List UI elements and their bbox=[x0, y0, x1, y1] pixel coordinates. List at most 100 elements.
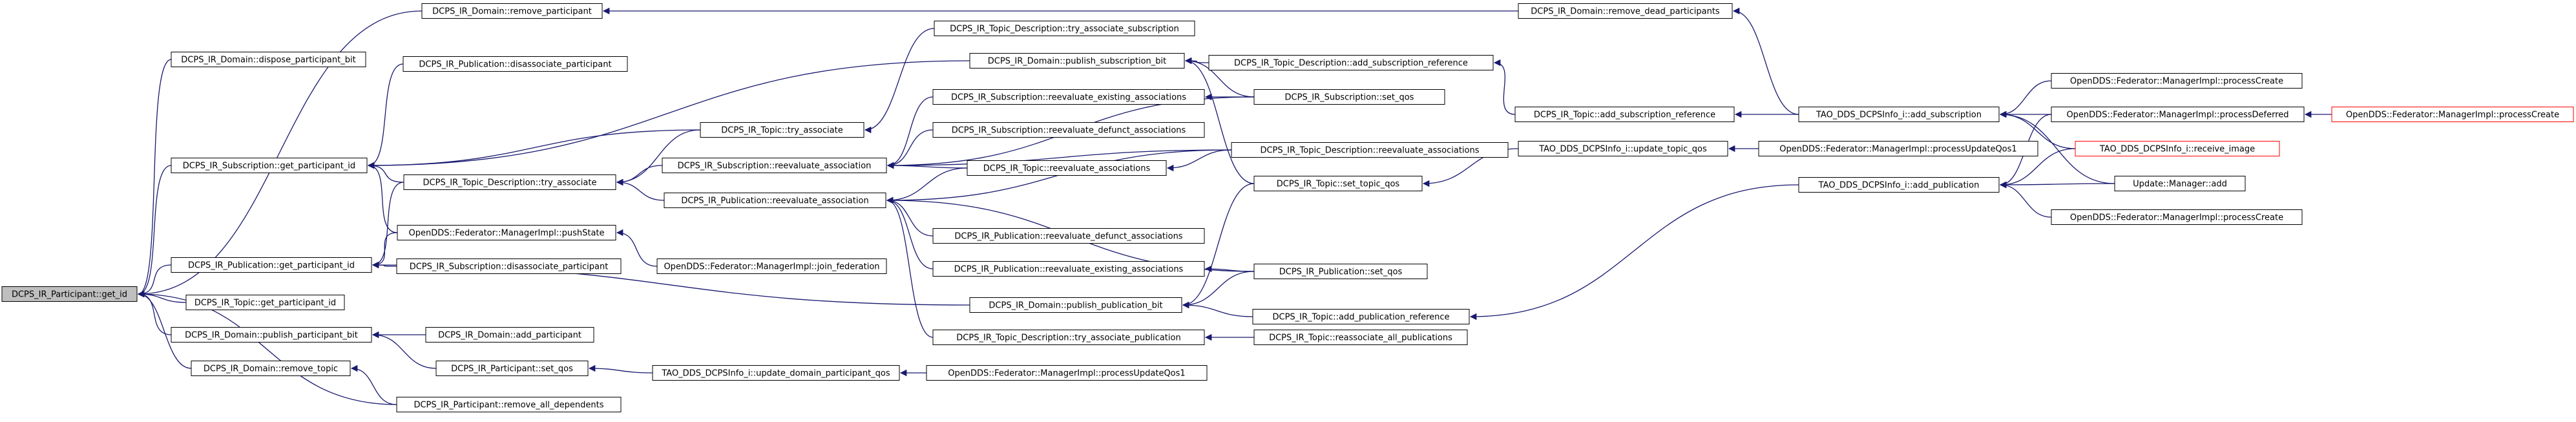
call-edge bbox=[616, 178, 665, 201]
call-edge bbox=[1184, 57, 1255, 98]
call-edge bbox=[864, 28, 935, 134]
node-tao-dds-dcpsinfo-i-update-domain-participant-qos[interactable]: TAO_DDS_DCPSInfo_i::update_domain_partic… bbox=[652, 365, 900, 381]
node-opendds-federator-managerimpl-processcreate[interactable]: OpenDDS::Federator::ManagerImpl::process… bbox=[2051, 73, 2303, 89]
node-opendds-federator-managerimpl-processupdateqos1[interactable]: OpenDDS::Federator::ManagerImpl::process… bbox=[926, 365, 1208, 381]
node-box bbox=[171, 327, 372, 343]
node-box bbox=[664, 193, 886, 208]
node-label: OpenDDS::Federator::ManagerImpl::process… bbox=[2070, 77, 2283, 87]
call-edge bbox=[372, 331, 437, 369]
node-dcps-ir-domain-remove-dead-participants[interactable]: DCPS_IR_Domain::remove_dead_participants bbox=[1518, 3, 1733, 19]
node-dcps-ir-subscription-reevaluate-existing-associations[interactable]: DCPS_IR_Subscription::reevaluate_existin… bbox=[932, 89, 1205, 105]
node-dcps-ir-topic-add-subscription-reference[interactable]: DCPS_IR_Topic::add_subscription_referenc… bbox=[1514, 107, 1735, 122]
node-dcps-ir-topic-description-try-associate[interactable]: DCPS_IR_Topic_Description::try_associate bbox=[403, 174, 616, 190]
node-label: DCPS_IR_Domain::remove_topic bbox=[204, 364, 338, 374]
node-dcps-ir-domain-add-participant[interactable]: DCPS_IR_Domain::add_participant bbox=[425, 327, 594, 343]
call-edge bbox=[1999, 80, 2052, 118]
call-edge bbox=[1184, 57, 1255, 184]
node-dcps-ir-topic-try-associate[interactable]: DCPS_IR_Topic::try_associate bbox=[700, 122, 864, 138]
node-dcps-ir-domain-publish-publication-bit[interactable]: DCPS_IR_Domain::publish_publication_bit bbox=[969, 297, 1182, 313]
node-opendds-federator-managerimpl-processupdateqos1[interactable]: OpenDDS::Federator::ManagerImpl::process… bbox=[1758, 141, 2038, 156]
node-dcps-ir-topic-reassociate-all-publications[interactable]: DCPS_IR_Topic::reassociate_all_publicati… bbox=[1253, 330, 1468, 345]
node-tao-dds-dcpsinfo-i-update-topic-qos[interactable]: TAO_DDS_DCPSInfo_i::update_topic_qos bbox=[1518, 141, 1728, 156]
node-box bbox=[932, 89, 1205, 105]
node-dcps-ir-participant-set-qos[interactable]: DCPS_IR_Participant::set_qos bbox=[435, 361, 589, 376]
call-edge bbox=[886, 196, 934, 269]
node-label: OpenDDS::Federator::ManagerImpl::process… bbox=[2066, 111, 2288, 120]
call-edge bbox=[1182, 183, 1255, 309]
call-edge bbox=[137, 10, 423, 298]
node-dcps-ir-topic-description-try-associate-publication[interactable]: DCPS_IR_Topic_Description::try_associate… bbox=[932, 330, 1205, 345]
node-opendds-federator-managerimpl-join-federation[interactable]: OpenDDS::Federator::ManagerImpl::join_fe… bbox=[656, 258, 887, 274]
node-dcps-ir-subscription-disassociate-participant[interactable]: DCPS_IR_Subscription::disassociate_parti… bbox=[396, 258, 622, 274]
node-dcps-ir-publication-reevaluate-defunct-associations[interactable]: DCPS_IR_Publication::reevaluate_defunct_… bbox=[932, 228, 1205, 244]
node-tao-dds-dcpsinfo-i-receive-image[interactable]: TAO_DDS_DCPSInfo_i::receive_image bbox=[2075, 141, 2280, 156]
node-dcps-ir-topic-description-reevaluate-associations[interactable]: DCPS_IR_Topic_Description::reevaluate_as… bbox=[1231, 142, 1509, 158]
node-label: DCPS_IR_Topic::reassociate_all_publicati… bbox=[1269, 333, 1452, 343]
node-opendds-federator-managerimpl-processdeferred[interactable]: OpenDDS::Federator::ManagerImpl::process… bbox=[2051, 107, 2305, 122]
node-dcps-ir-domain-publish-subscription-bit[interactable]: DCPS_IR_Domain::publish_subscription_bit bbox=[969, 53, 1185, 69]
call-edge bbox=[1999, 148, 2076, 189]
call-edge bbox=[137, 290, 397, 405]
node-label: DCPS_IR_Domain::publish_publication_bit bbox=[989, 301, 1162, 311]
node-box bbox=[171, 257, 372, 273]
node-tao-dds-dcpsinfo-i-add-publication[interactable]: TAO_DDS_DCPSInfo_i::add_publication bbox=[1798, 177, 2000, 193]
node-box bbox=[435, 361, 589, 376]
node-dcps-ir-domain-dispose-participant-bit[interactable]: DCPS_IR_Domain::dispose_participant_bit bbox=[171, 52, 366, 67]
node-label: DCPS_IR_Domain::dispose_participant_bit bbox=[181, 56, 355, 65]
call-edge bbox=[1204, 265, 1255, 273]
node-label: TAO_DDS_DCPSInfo_i::update_topic_qos bbox=[1538, 145, 1707, 154]
node-label: DCPS_IR_Subscription::reevaluate_existin… bbox=[951, 93, 1186, 103]
node-dcps-ir-topic-get-participant-id[interactable]: DCPS_IR_Topic::get_participant_id bbox=[185, 295, 345, 310]
node-opendds-federator-managerimpl-processcreate[interactable]: OpenDDS::Federator::ManagerImpl::process… bbox=[2331, 107, 2574, 122]
call-edge bbox=[137, 165, 172, 298]
node-dcps-ir-subscription-set-qos[interactable]: DCPS_IR_Subscription::set_qos bbox=[1253, 89, 1445, 105]
node-opendds-federator-managerimpl-pushstate[interactable]: OpenDDS::Federator::ManagerImpl::pushSta… bbox=[397, 225, 616, 240]
node-tao-dds-dcpsinfo-i-add-subscription[interactable]: TAO_DDS_DCPSInfo_i::add_subscription bbox=[1798, 107, 2000, 122]
node-dcps-ir-subscription-get-participant-id[interactable]: DCPS_IR_Subscription::get_participant_id bbox=[171, 158, 368, 173]
node-update-manager-add[interactable]: Update::Manager::add bbox=[2114, 176, 2246, 191]
node-box bbox=[1252, 309, 1470, 324]
node-box bbox=[932, 228, 1205, 244]
node-dcps-ir-topic-description-try-associate-subscription[interactable]: DCPS_IR_Topic_Description::try_associate… bbox=[934, 21, 1195, 36]
node-dcps-ir-topic-set-topic-qos[interactable]: DCPS_IR_Topic::set_topic_qos bbox=[1253, 176, 1423, 191]
node-label: DCPS_IR_Publication::disassociate_partic… bbox=[419, 60, 611, 70]
node-label: TAO_DDS_DCPSInfo_i::update_domain_partic… bbox=[661, 369, 890, 379]
node-dcps-ir-domain-remove-participant[interactable]: DCPS_IR_Domain::remove_participant bbox=[421, 3, 603, 19]
node-box bbox=[1253, 89, 1445, 105]
node-dcps-ir-subscription-reevaluate-defunct-associations[interactable]: DCPS_IR_Subscription::reevaluate_defunct… bbox=[932, 122, 1205, 138]
node-dcps-ir-topic-reevaluate-associations[interactable]: DCPS_IR_Topic::reevaluate_associations bbox=[967, 160, 1167, 176]
node-dcps-ir-publication-reevaluate-existing-associations[interactable]: DCPS_IR_Publication::reevaluate_existing… bbox=[932, 261, 1205, 277]
call-edge bbox=[886, 96, 934, 169]
node-box bbox=[396, 397, 622, 412]
node-box bbox=[967, 160, 1167, 176]
node-box bbox=[1518, 3, 1733, 19]
node-box bbox=[662, 158, 887, 173]
node-opendds-federator-managerimpl-processcreate[interactable]: OpenDDS::Federator::ManagerImpl::process… bbox=[2051, 209, 2303, 225]
node-label: TAO_DDS_DCPSInfo_i::add_publication bbox=[1818, 181, 1980, 191]
node-label: DCPS_IR_Subscription::disassociate_parti… bbox=[410, 262, 609, 272]
node-box bbox=[2051, 73, 2303, 89]
node-label: OpenDDS::Federator::ManagerImpl::process… bbox=[1779, 145, 2016, 154]
node-dcps-ir-topic-description-add-subscription-reference[interactable]: DCPS_IR_Topic_Description::add_subscript… bbox=[1208, 55, 1494, 70]
node-dcps-ir-participant-get-id[interactable]: DCPS_IR_Participant::get_id bbox=[1, 286, 138, 302]
node-dcps-ir-publication-reevaluate-association[interactable]: DCPS_IR_Publication::reevaluate_associat… bbox=[664, 193, 886, 208]
node-dcps-ir-publication-set-qos[interactable]: DCPS_IR_Publication::set_qos bbox=[1253, 264, 1428, 279]
node-dcps-ir-publication-disassociate-participant[interactable]: DCPS_IR_Publication::disassociate_partic… bbox=[403, 56, 628, 72]
node-dcps-ir-topic-add-publication-reference[interactable]: DCPS_IR_Topic::add_publication_reference bbox=[1252, 309, 1470, 324]
node-dcps-ir-domain-remove-topic[interactable]: DCPS_IR_Domain::remove_topic bbox=[191, 361, 351, 376]
call-edge bbox=[367, 162, 404, 183]
call-edge bbox=[1732, 7, 1799, 115]
node-dcps-ir-domain-publish-participant-bit[interactable]: DCPS_IR_Domain::publish_participant_bit bbox=[171, 327, 372, 343]
node-box bbox=[2114, 176, 2246, 191]
node-dcps-ir-subscription-reevaluate-association[interactable]: DCPS_IR_Subscription::reevaluate_associa… bbox=[662, 158, 887, 173]
node-dcps-ir-participant-remove-all-dependents[interactable]: DCPS_IR_Participant::remove_all_dependen… bbox=[396, 397, 622, 412]
call-edge bbox=[616, 229, 658, 267]
node-dcps-ir-publication-get-participant-id[interactable]: DCPS_IR_Publication::get_participant_id bbox=[171, 257, 372, 273]
node-label: DCPS_IR_Topic::add_publication_reference bbox=[1272, 313, 1449, 322]
node-label: DCPS_IR_Domain::publish_subscription_bit bbox=[988, 57, 1167, 67]
node-box bbox=[171, 52, 366, 67]
node-label: DCPS_IR_Topic::try_associate bbox=[721, 126, 843, 136]
call-edge bbox=[367, 60, 970, 169]
call-edge bbox=[137, 290, 192, 369]
node-label: OpenDDS::Federator::ManagerImpl::process… bbox=[2346, 111, 2559, 120]
